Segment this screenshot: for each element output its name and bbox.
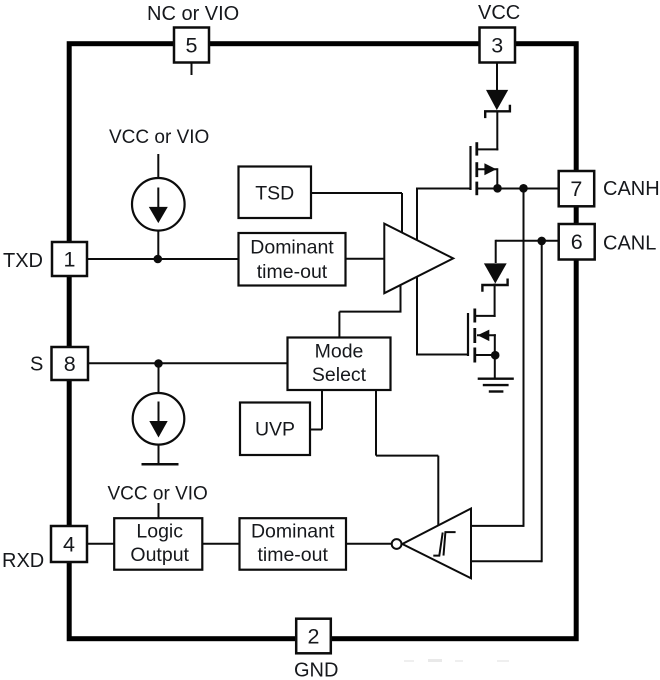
svg-text:Dominant: Dominant [250,237,334,259]
svg-text:time-out: time-out [257,544,328,566]
svg-text:7: 7 [570,177,582,201]
svg-text:S: S [30,354,43,376]
svg-text:6: 6 [571,230,583,254]
svg-text:Mode: Mode [315,341,364,363]
svg-text:Logic: Logic [136,521,183,543]
svg-text:2: 2 [308,624,320,648]
svg-text:UVP: UVP [255,419,295,441]
svg-text:GND: GND [294,660,338,680]
svg-text:Select: Select [312,364,367,386]
svg-text:CANH: CANH [603,178,660,200]
svg-text:VCC or VIO: VCC or VIO [108,484,208,505]
svg-text:VCC: VCC [478,2,520,24]
svg-text:TSD: TSD [255,182,294,204]
svg-text:TXD: TXD [3,250,43,272]
svg-text:VCC or VIO: VCC or VIO [109,127,209,148]
svg-text:3: 3 [491,33,503,57]
svg-text:CANL: CANL [603,233,656,255]
svg-text:8: 8 [64,352,76,376]
svg-text:RXD: RXD [2,550,44,572]
svg-text:4: 4 [63,532,75,556]
svg-text:5: 5 [186,33,198,57]
svg-text:1: 1 [64,247,76,271]
svg-text:NC or VIO: NC or VIO [147,3,239,25]
svg-text:Dominant: Dominant [251,521,335,543]
svg-text:Output: Output [130,544,189,566]
svg-text:time-out: time-out [257,261,328,283]
